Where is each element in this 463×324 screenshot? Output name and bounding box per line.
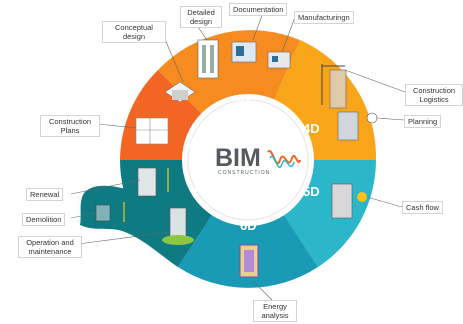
logo-wave-icon-2 [269, 155, 295, 168]
label-detailed-design: Detailed design [180, 6, 222, 28]
dimension-label-4d: 4D [303, 121, 320, 136]
label-manufacturing: Manufacturingn [294, 11, 354, 24]
label-construction-plans: Construction Plans [40, 115, 100, 137]
documentation-blueprint-icon [231, 41, 257, 63]
dimension-label-6d: 6D [240, 218, 257, 233]
logo-subtitle: CONSTRUCTION [218, 170, 270, 176]
planning-building-icon [337, 111, 378, 141]
dimension-label-7d: 7D [193, 180, 210, 195]
label-construction-logistics: Construction Logistics [405, 84, 463, 106]
label-renewal: Renewal [26, 188, 64, 201]
manufacturing-icon [267, 51, 291, 69]
segment-3d [158, 30, 300, 160]
construction-plans-floorplan-icon [135, 117, 169, 145]
center-disc [187, 99, 309, 221]
label-energy-analysis: Energy analysis [253, 300, 297, 322]
demolition-building-icon [95, 202, 125, 222]
bim-logo: BIM CONSTRUCTION [215, 144, 301, 176]
label-conceptual-design: Conceptual design [102, 21, 166, 43]
label-documentation: Documentation [229, 3, 288, 16]
renewal-building-icon [137, 167, 169, 197]
logo-title: BIM [215, 144, 261, 172]
conceptual-design-house-icon [164, 81, 196, 103]
cash-flow-construction-icon [331, 183, 367, 219]
dimension-label-3d: 3D [233, 92, 250, 107]
dimension-label-2d: 2D [188, 135, 205, 150]
label-planning: Planning [404, 115, 442, 128]
construction-logistics-tower-icon [321, 64, 347, 109]
label-operation-maintenance: Operation and maintenance [18, 236, 82, 258]
dimension-label-5d: 5D [303, 184, 320, 199]
energy-analysis-building-icon [239, 244, 259, 278]
label-cash-flow: Cash flow [402, 201, 443, 214]
label-demolition: Demolition [22, 213, 66, 226]
detailed-design-building-icon [197, 39, 219, 79]
operation-maintenance-building-icon [162, 207, 194, 245]
